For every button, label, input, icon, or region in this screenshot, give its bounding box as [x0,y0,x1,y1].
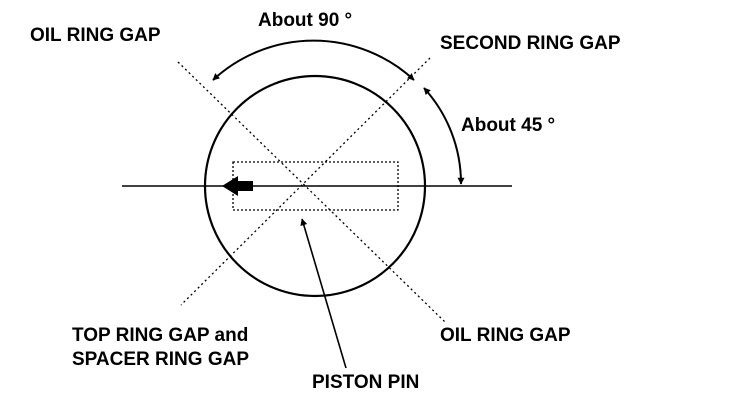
arrow-left-icon [222,176,253,196]
label-top-ring-gap-line2: SPACER RING GAP [72,349,249,370]
label-piston-pin: PISTON PIN [312,372,419,393]
label-about-90: About 90 ° [258,10,352,31]
label-oil-ring-gap-lower: OIL RING GAP [440,325,571,346]
label-second-ring-gap: SECOND RING GAP [440,33,621,54]
diagonal-line-oil-upper-to-oil-lower [177,61,446,323]
angle-arc-90 [212,39,415,81]
piston-pin-leader [300,218,347,369]
label-oil-ring-gap-upper: OIL RING GAP [30,25,161,46]
label-top-ring-gap-line1: TOP RING GAP and [72,325,248,346]
diagonal-line-second-to-top [180,57,431,306]
angle-arc-45 [423,87,465,185]
label-about-45: About 45 ° [461,115,555,136]
